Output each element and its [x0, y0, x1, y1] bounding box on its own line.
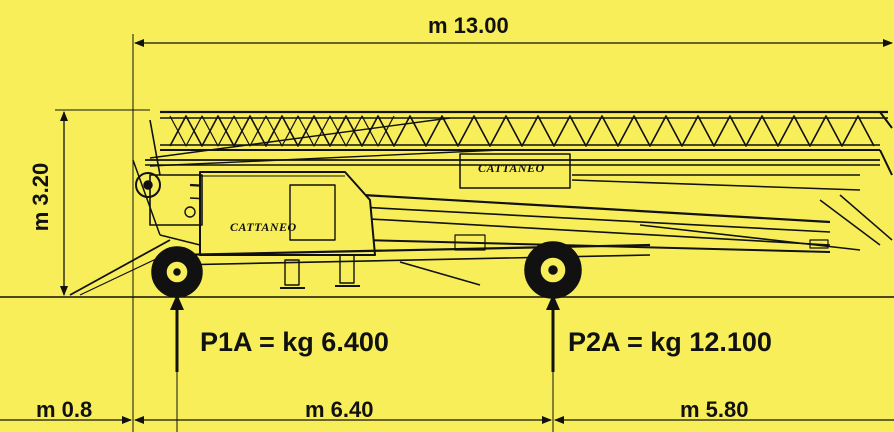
rear-overhang-label: m 5.80: [680, 397, 749, 422]
front-axle-load-label: P1A = kg 6.400: [200, 327, 389, 357]
overall-length-label: m 13.00: [428, 13, 509, 38]
front-overhang-label: m 0.8: [36, 397, 93, 422]
cab-block: [149, 171, 376, 256]
jib-section: [145, 117, 880, 191]
boom-logo: CATTANEO: [478, 161, 545, 175]
front-assembly: [132, 119, 201, 246]
height-label: m 3.20: [28, 162, 53, 232]
cab-logo: CATTANEO: [230, 220, 297, 234]
lattice-boom: [160, 110, 893, 176]
wheelbase-label: m 6.40: [305, 397, 374, 422]
rear-axle-load-label: P2A = kg 12.100: [568, 327, 772, 357]
front-wheel: [151, 246, 203, 298]
crane-body: [69, 110, 893, 299]
rear-wheel: [524, 241, 582, 299]
